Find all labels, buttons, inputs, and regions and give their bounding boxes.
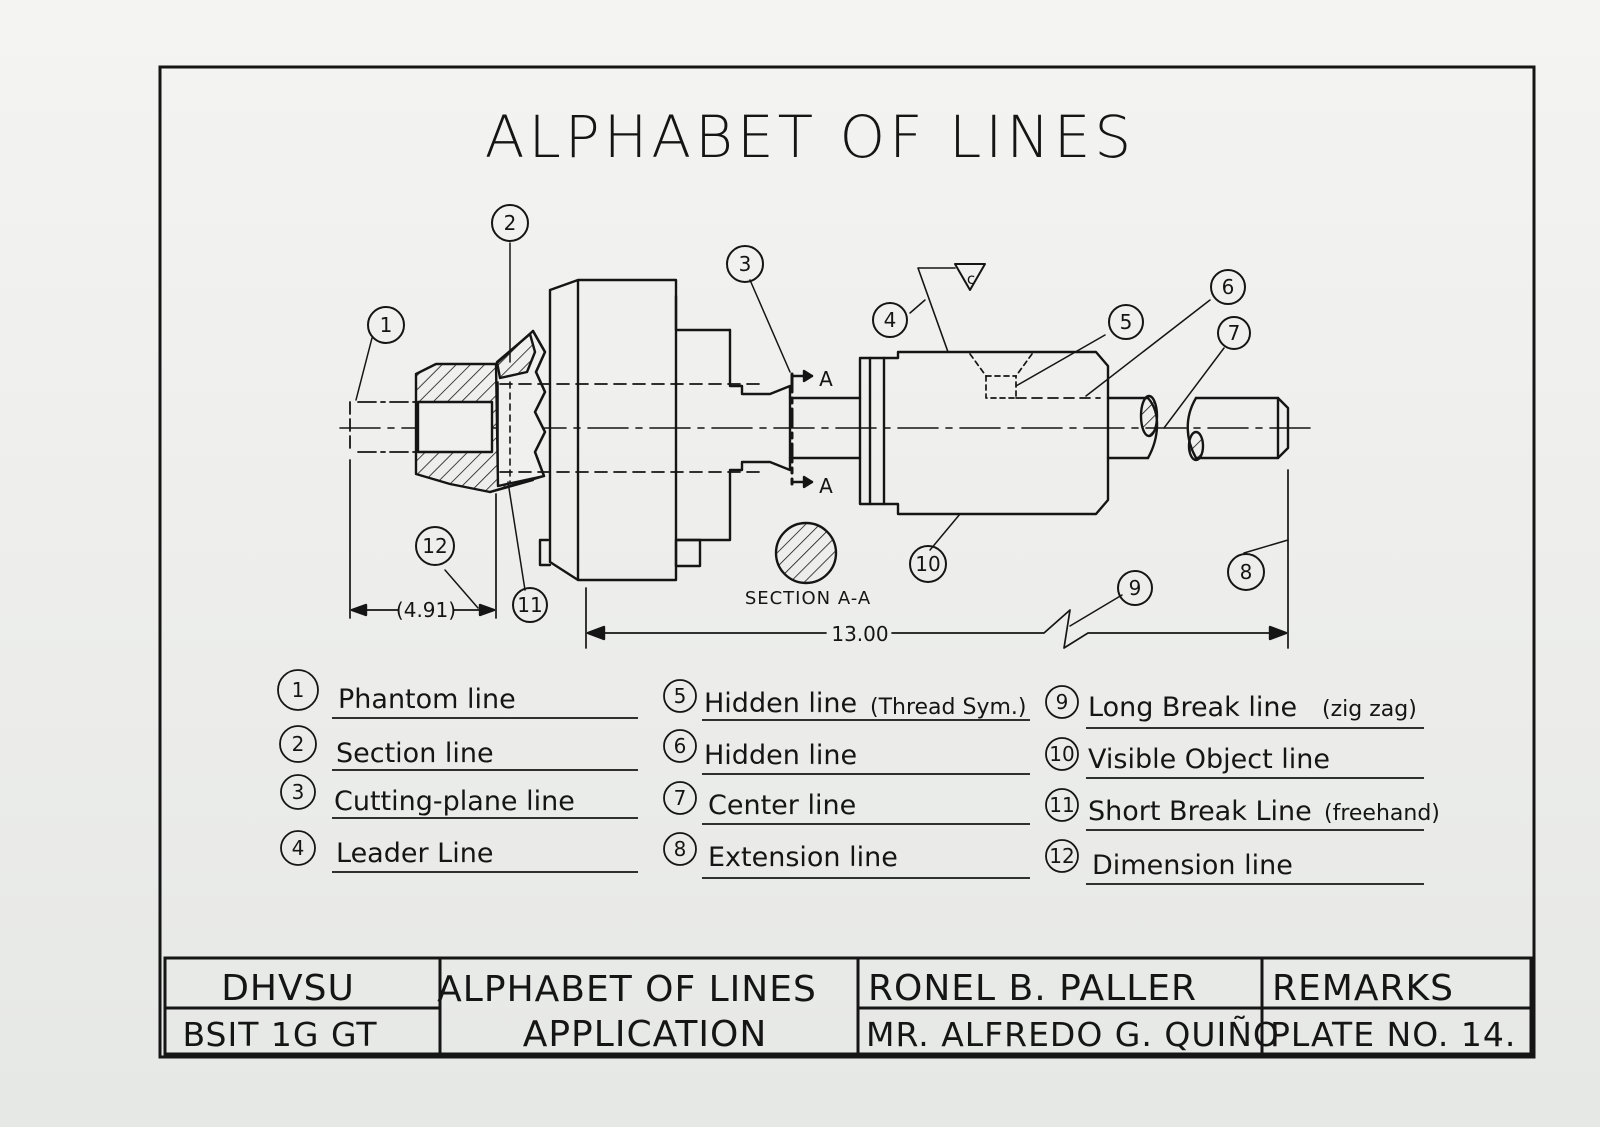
callout-leaders [355, 242, 1289, 627]
callout-8: 8 [1240, 560, 1253, 584]
section-hatch-upper [495, 332, 537, 380]
callout-4: 4 [884, 308, 897, 332]
legend-num-8: 8 [674, 837, 687, 861]
legend-label-12: Dimension line [1092, 850, 1293, 881]
title-block [163, 956, 1533, 1056]
plate-border [158, 65, 1536, 1059]
legend-num-2: 2 [292, 732, 305, 756]
nut-bore [416, 400, 494, 454]
legend-num-6: 6 [674, 734, 687, 758]
thread-symbol-hidden [985, 375, 1017, 399]
flange-lower [538, 538, 552, 567]
plate-number: PLATE NO. 14. [1270, 1015, 1516, 1054]
phantom-stub [349, 401, 417, 453]
legend-note-5: (Thread Sym.) [870, 695, 1027, 720]
legend-text: 1 Phantom line 2 Section line 3 Cutting-… [292, 678, 1440, 881]
legend [277, 669, 1424, 885]
plate-subtitle: APPLICATION [523, 1014, 768, 1055]
leader-line [917, 267, 956, 353]
legend-label-7: Center line [708, 790, 856, 821]
callout-10: 10 [915, 552, 940, 576]
callout-12: 12 [422, 534, 447, 558]
legend-note-11: (freehand) [1324, 801, 1440, 826]
callout-11: 11 [517, 593, 542, 617]
legend-label-2: Section line [336, 738, 494, 769]
hub [674, 328, 792, 542]
plate-title-block: ALPHABET OF LINES [437, 969, 817, 1010]
finish-symbol-letter: c [967, 270, 975, 288]
dimension-4-91: (4.91) [396, 598, 456, 622]
legend-num-3: 3 [292, 780, 305, 804]
callout-9: 9 [1129, 576, 1142, 600]
callout-circles [367, 204, 1265, 623]
legend-label-10: Visible Object line [1088, 744, 1330, 775]
legend-num-5: 5 [674, 684, 687, 708]
legend-label-4: Leader Line [336, 838, 493, 869]
callout-5: 5 [1120, 310, 1133, 334]
legend-num-1: 1 [292, 678, 305, 702]
plate-title: ALPHABET OF LINES [485, 103, 1135, 171]
cut-letter-bottom: A [819, 474, 833, 498]
machine-part-drawing [339, 204, 1311, 649]
legend-num-9: 9 [1056, 690, 1069, 714]
cut-letter-top: A [819, 367, 833, 391]
legend-num-11: 11 [1049, 793, 1074, 817]
legend-note-9: (zig zag) [1322, 697, 1417, 722]
legend-label-6: Hidden line [704, 740, 857, 771]
legend-label-3: Cutting-plane line [334, 786, 575, 817]
visible-object-line [858, 350, 1110, 516]
student-name: RONEL B. PALLER [868, 968, 1197, 1009]
long-break-line [891, 609, 1287, 649]
legend-num-12: 12 [1049, 844, 1074, 868]
short-break-edge [488, 329, 547, 494]
legend-num-10: 10 [1049, 742, 1074, 766]
legend-num-4: 4 [292, 836, 305, 860]
callout-2: 2 [504, 211, 517, 235]
callout-6: 6 [1222, 275, 1235, 299]
callout-7: 7 [1228, 321, 1241, 345]
flange-body [548, 278, 678, 582]
section-a-a [774, 521, 838, 585]
legend-label-8: Extension line [708, 842, 898, 873]
section-a-a-label: SECTION A-A [745, 588, 871, 609]
finish-symbol [954, 263, 986, 291]
legend-label-11: Short Break Line [1088, 796, 1312, 827]
callout-1: 1 [380, 313, 393, 337]
instructor-name: MR. ALFREDO G. QUIÑO [866, 1015, 1280, 1054]
dimension-13-00: 13.00 [831, 622, 888, 646]
callout-numbers: 1 2 3 4 5 6 7 8 9 10 11 12 [380, 211, 1253, 617]
flange-step [674, 294, 732, 568]
legend-label-9: Long Break line [1088, 692, 1297, 723]
legend-num-7: 7 [674, 786, 687, 810]
class-section: BSIT 1G GT [183, 1015, 378, 1054]
school-name: DHVSU [221, 968, 355, 1009]
legend-label-5: Hidden line [704, 688, 857, 719]
legend-label-1: Phantom line [338, 684, 516, 715]
callout-3: 3 [739, 252, 752, 276]
remarks-label: REMARKS [1272, 968, 1454, 1009]
